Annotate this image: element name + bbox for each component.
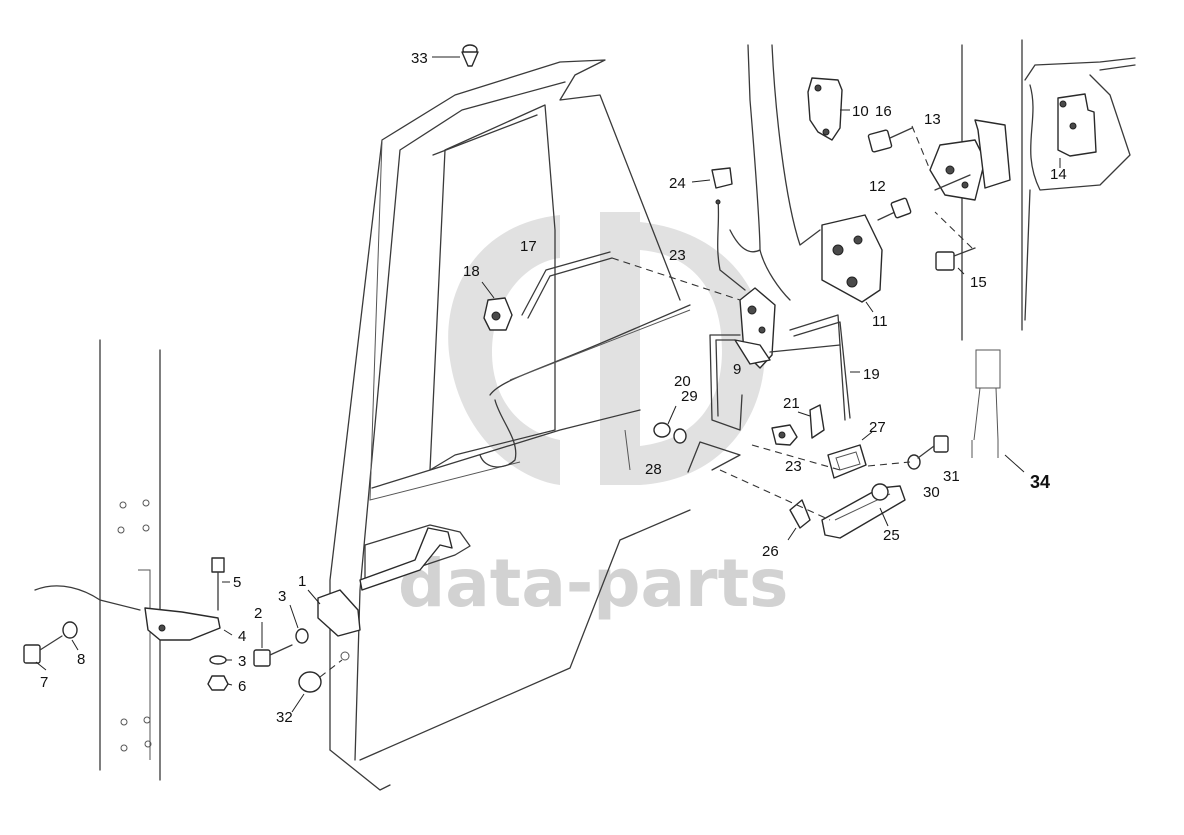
part-23-clip-lower [771, 424, 798, 446]
callout-17: 17 [520, 238, 537, 255]
callout-8: 8 [77, 651, 85, 668]
part-21-clip [797, 404, 825, 439]
part-17-rod [521, 251, 741, 319]
part-24-cap [691, 167, 733, 189]
callout-3-lower: 3 [238, 653, 246, 670]
part-7-bolt [23, 635, 63, 664]
callout-4: 4 [238, 628, 246, 645]
callout-20: 20 [674, 373, 691, 390]
callout-32: 32 [276, 709, 293, 726]
callout-labels: 33 10 16 13 14 24 12 17 23 18 15 11 20 9… [40, 50, 1067, 726]
callout-26: 26 [762, 543, 779, 560]
callout-18: 18 [463, 263, 480, 280]
callout-30: 30 [923, 484, 940, 501]
part-31-bolt [917, 435, 949, 459]
watermark-logo: data-parts [398, 212, 788, 622]
part-33-plug [432, 44, 479, 67]
callout-21: 21 [783, 395, 800, 412]
part-15-bolt [934, 211, 976, 275]
callout-leaders [35, 581, 321, 686]
part-25-outer-handle [821, 483, 906, 539]
part-28-washer [673, 428, 687, 444]
callout-15: 15 [970, 274, 987, 291]
callout-23-upper: 23 [669, 247, 686, 264]
part-27-gasket [827, 431, 873, 479]
callout-7: 7 [40, 674, 48, 691]
part-23-rod-upper [715, 199, 746, 291]
part-11-lock-housing [821, 214, 883, 313]
callout-29: 29 [681, 388, 698, 405]
callout-19: 19 [863, 366, 880, 383]
callout-23-lower: 23 [785, 458, 802, 475]
part-29-bushing [653, 405, 677, 438]
part-8-washer [62, 621, 78, 639]
hinge-assembly [34, 557, 229, 691]
part-26-gasket [787, 499, 811, 541]
part-3-washer [295, 628, 309, 644]
inner-handle [359, 524, 471, 591]
callout-31: 31 [943, 468, 960, 485]
callout-16: 16 [875, 103, 892, 120]
part-9-latch [734, 287, 841, 369]
callout-1: 1 [298, 573, 306, 590]
callout-6: 6 [238, 678, 246, 695]
part-2-bolt [253, 644, 293, 667]
part-20-rod [709, 334, 743, 431]
part-16-bolt [867, 125, 931, 171]
callout-25: 25 [883, 527, 900, 544]
part-19-rod [789, 314, 860, 421]
callout-11: 11 [872, 313, 888, 330]
callout-34: 34 [1030, 472, 1050, 492]
left-pillar [99, 339, 161, 781]
part-1-base [317, 589, 361, 637]
callout-12: 12 [869, 178, 886, 195]
callout-33: 33 [411, 50, 428, 67]
callout-2: 2 [254, 605, 262, 622]
callout-5: 5 [233, 574, 241, 591]
part-10-bracket [807, 77, 850, 141]
part-14-plate [1057, 93, 1097, 168]
part-12-bolt [877, 197, 912, 221]
door-outline [329, 59, 691, 791]
callout-27: 27 [869, 419, 886, 436]
part-32-cap [291, 651, 350, 713]
part-13-striker [929, 119, 1011, 201]
callout-3-upper: 3 [278, 588, 286, 605]
part-34-tool [971, 349, 1025, 473]
callout-24: 24 [669, 175, 686, 192]
callout-10: 10 [852, 103, 869, 120]
watermark-text: data-parts [398, 545, 788, 622]
callout-13: 13 [924, 111, 941, 128]
callout-9: 9 [733, 361, 741, 378]
callout-28: 28 [645, 461, 662, 478]
exploded-lines [687, 441, 911, 521]
part-18-clip [481, 281, 513, 331]
callout-14: 14 [1050, 166, 1067, 183]
right-pillars [729, 39, 1136, 341]
